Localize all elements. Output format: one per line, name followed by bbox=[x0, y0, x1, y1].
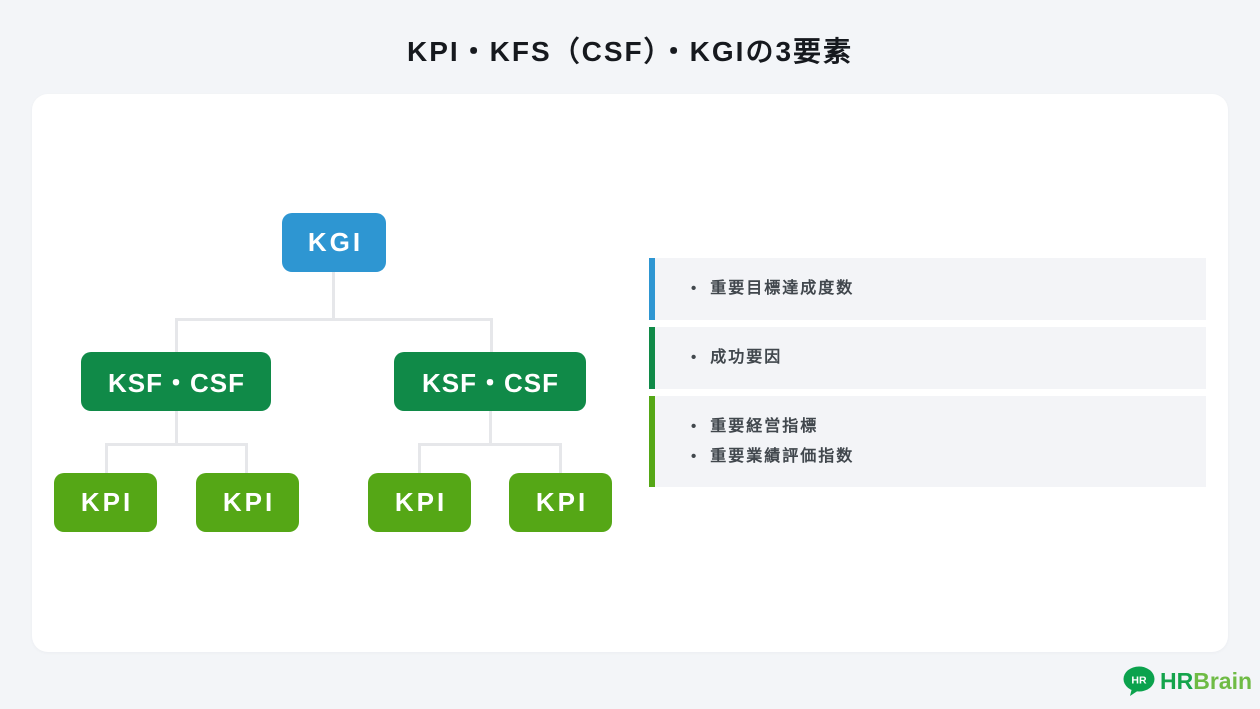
connector-ksf-right-down bbox=[489, 411, 492, 445]
connector-kpi3-up bbox=[418, 443, 421, 473]
bullet-icon: • bbox=[691, 280, 699, 297]
bullet-icon: • bbox=[691, 417, 699, 435]
connector-ksf-right-up bbox=[490, 318, 493, 352]
legend-line: • 重要目標達成度数 bbox=[691, 274, 1206, 304]
connector-level2-left-horizontal bbox=[105, 443, 248, 446]
connector-kpi1-up bbox=[105, 443, 108, 473]
logo-text-brain: Brain bbox=[1193, 668, 1253, 694]
node-kpi-4: KPI bbox=[509, 473, 612, 532]
legend-item-kgi: • 重要目標達成度数 bbox=[649, 258, 1206, 320]
connector-level1-horizontal bbox=[175, 318, 493, 321]
node-kpi-1: KPI bbox=[54, 473, 157, 532]
legend-item-kpi: • 重要経営指標 • 重要業績評価指数 bbox=[649, 396, 1206, 487]
connector-kpi4-up bbox=[559, 443, 562, 473]
node-kpi-2: KPI bbox=[196, 473, 299, 532]
legend-item-ksf: • 成功要因 bbox=[649, 327, 1206, 389]
hrbrain-bubble-text: HR bbox=[1131, 675, 1147, 687]
diagram-card: KGI KSF・CSF KSF・CSF KPI KPI KPI KPI • 重要… bbox=[32, 94, 1228, 652]
legend-text: 重要業績評価指数 bbox=[710, 447, 855, 465]
legend-text: 重要目標達成度数 bbox=[710, 280, 855, 297]
node-kpi-3: KPI bbox=[368, 473, 471, 532]
connector-kpi2-up bbox=[245, 443, 248, 473]
hrbrain-bubble-icon: HR bbox=[1123, 666, 1155, 696]
connector-ksf-left-up bbox=[175, 318, 178, 352]
bullet-icon: • bbox=[691, 447, 699, 465]
page-title: KPI・KFS（CSF）・KGIの3要素 bbox=[406, 36, 854, 67]
hrbrain-logo: HR HR Brain bbox=[1122, 665, 1252, 698]
legend-text: 成功要因 bbox=[710, 349, 783, 366]
legend-line: • 重要業績評価指数 bbox=[691, 442, 1206, 472]
connector-ksf-left-down bbox=[175, 411, 178, 445]
node-ksf-csf-left: KSF・CSF bbox=[81, 352, 271, 411]
node-kgi: KGI bbox=[282, 213, 386, 272]
hrbrain-wordmark: HR Brain bbox=[1160, 668, 1252, 695]
logo-text-hr: HR bbox=[1160, 668, 1194, 694]
node-ksf-csf-right: KSF・CSF bbox=[394, 352, 586, 411]
connector-level2-right-horizontal bbox=[418, 443, 562, 446]
legend-text: 重要経営指標 bbox=[710, 417, 819, 435]
bullet-icon: • bbox=[691, 349, 699, 366]
legend-line: • 重要経営指標 bbox=[691, 412, 1206, 442]
connector-kgi-down bbox=[332, 272, 335, 320]
legend-line: • 成功要因 bbox=[691, 343, 1206, 373]
